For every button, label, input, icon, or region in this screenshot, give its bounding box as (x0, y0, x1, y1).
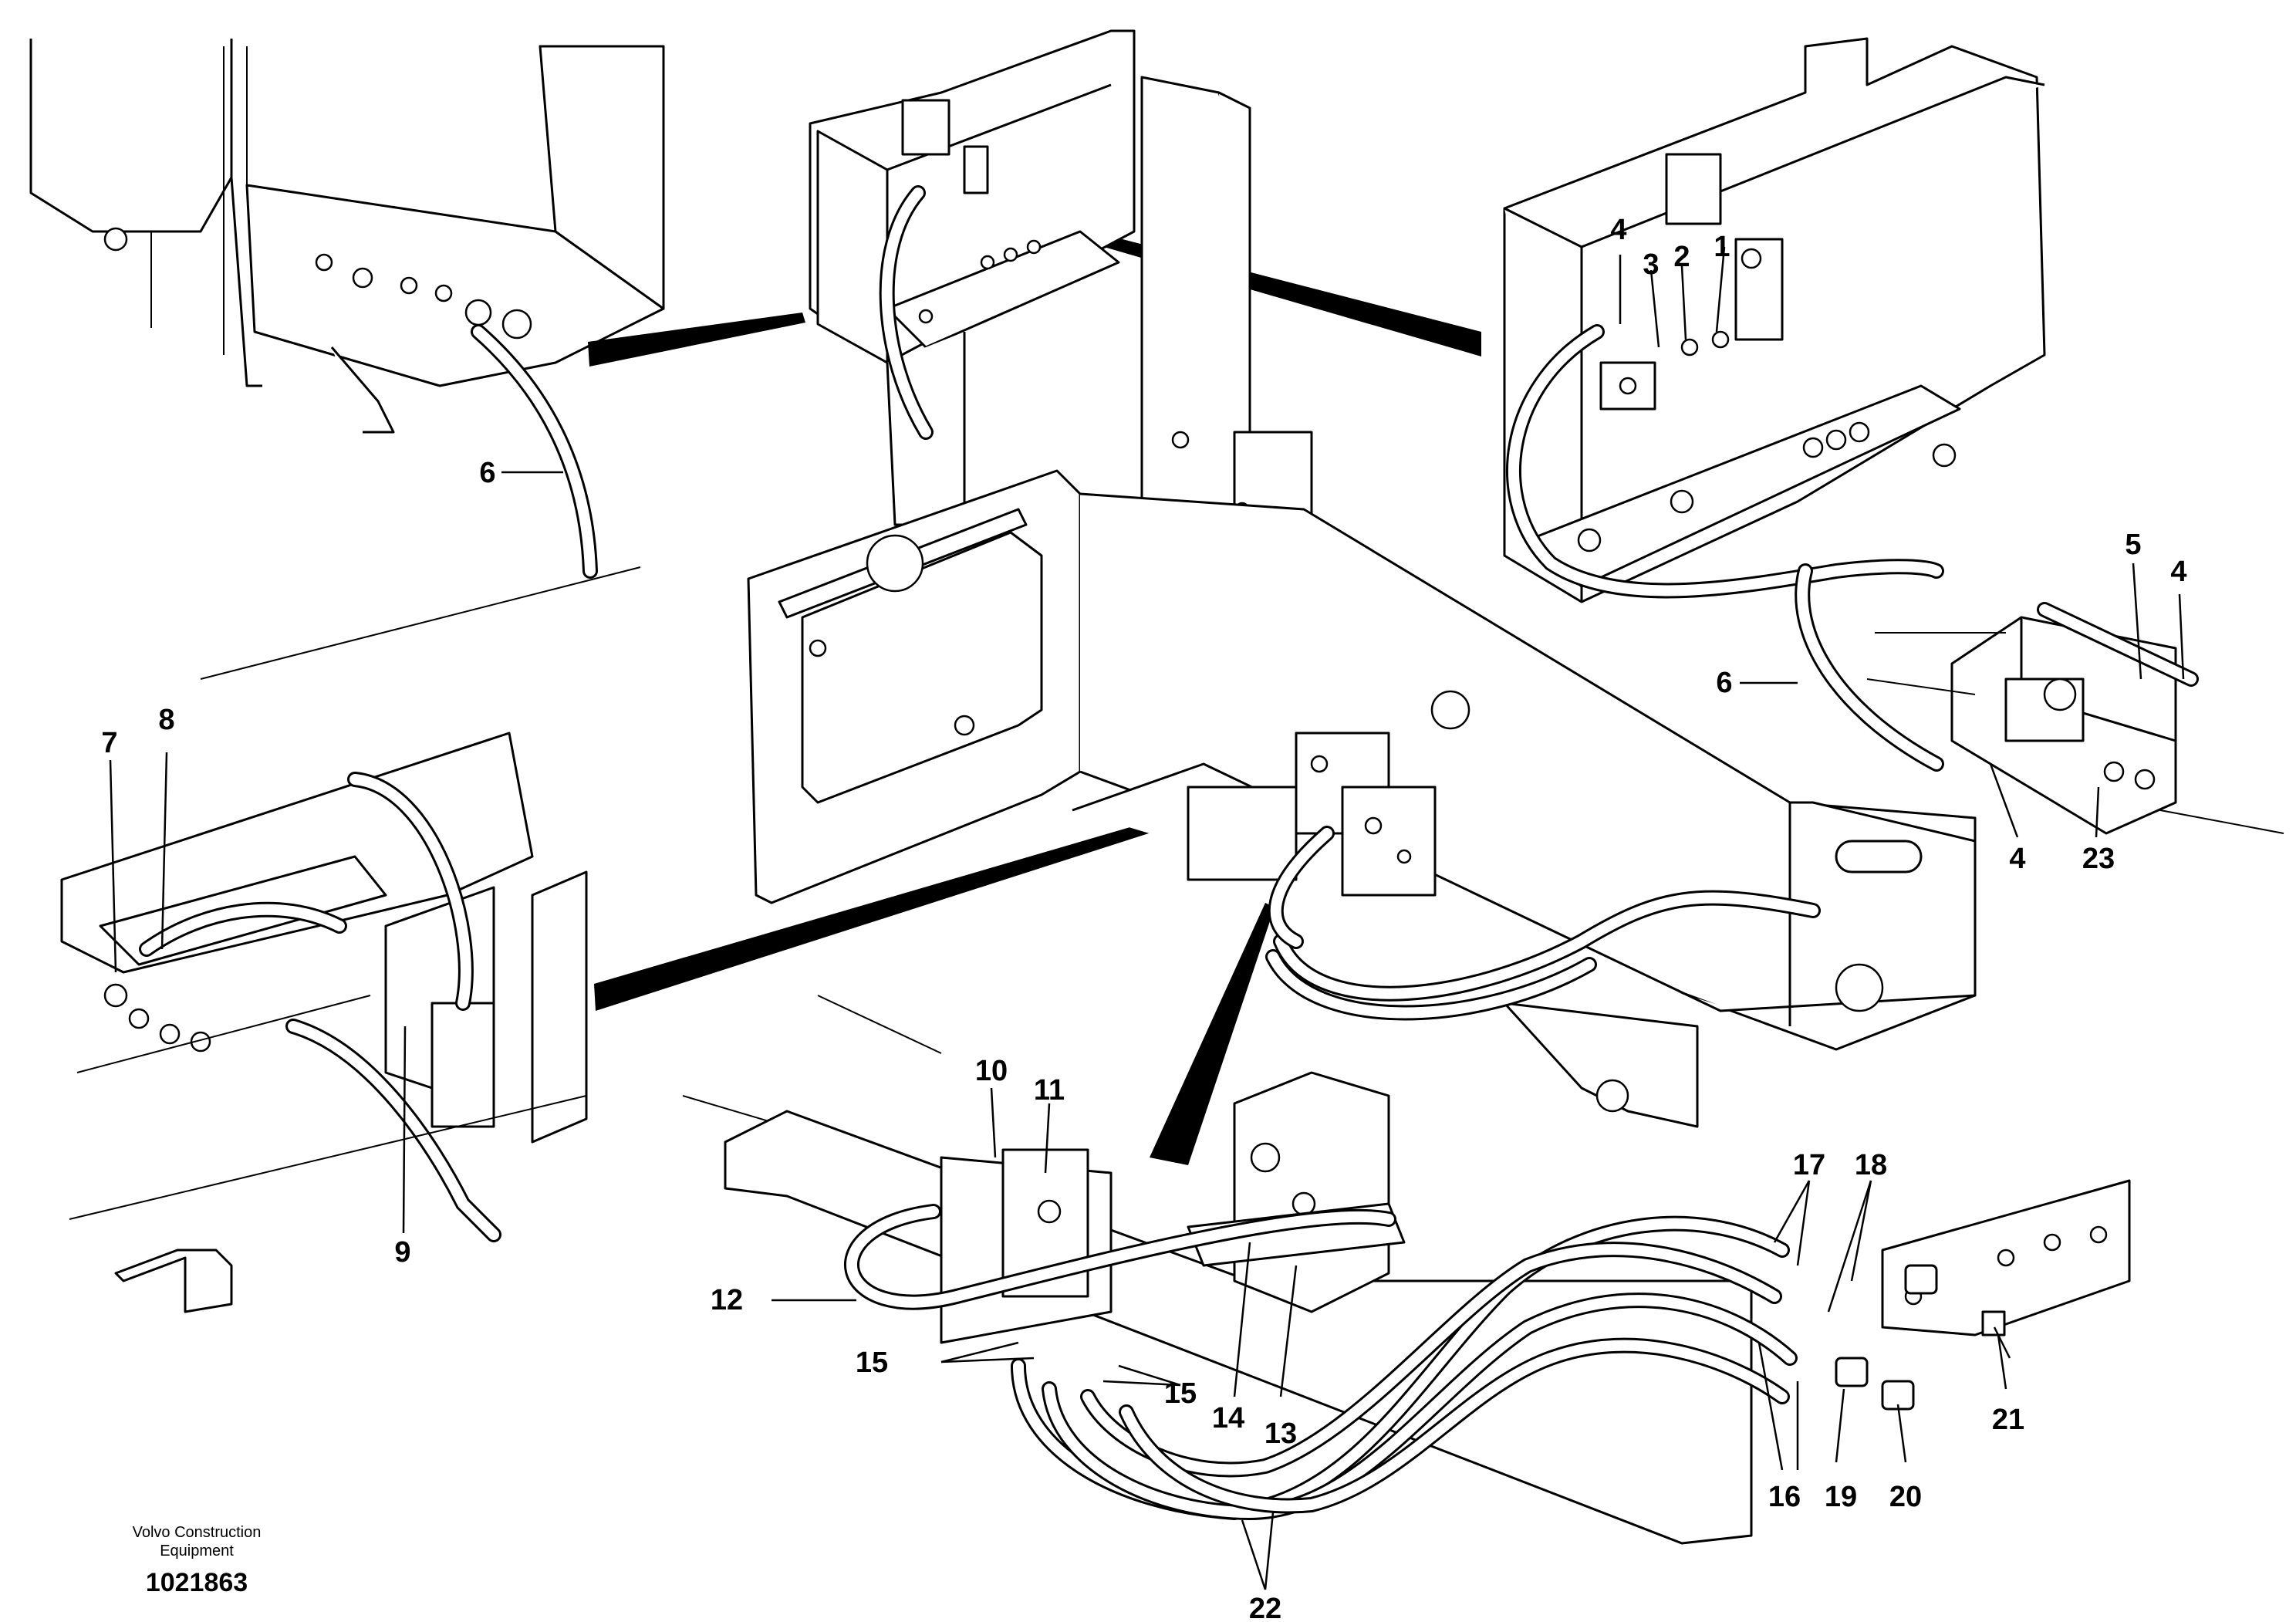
callout-1: 1 (1714, 231, 1730, 263)
callout-labels: 1 2 3 4 5 4 6 6 4 23 7 8 9 10 11 12 15 1… (101, 214, 2186, 1622)
callout-15-right: 15 (1164, 1377, 1197, 1410)
callout-8: 8 (158, 704, 174, 736)
callout-7: 7 (101, 727, 117, 759)
callout-22: 22 (1249, 1593, 1281, 1622)
detail-valve-bottom (682, 995, 2131, 1545)
callout-16: 16 (1768, 1481, 1801, 1513)
callout-5: 5 (2125, 529, 2141, 561)
footer: Volvo Construction Equipment 1021863 (133, 1524, 262, 1597)
detail-tank-fittings (1503, 37, 2284, 835)
footer-company-line2: Equipment (160, 1543, 234, 1559)
footer-drawing-number: 1021863 (146, 1568, 248, 1597)
callout-18: 18 (1855, 1149, 1887, 1181)
callout-13: 13 (1264, 1418, 1297, 1450)
callout-4-bottom: 4 (2009, 843, 2025, 875)
footer-company-line1: Volvo Construction (133, 1524, 262, 1541)
callout-15-left: 15 (856, 1347, 888, 1379)
leader-lines (109, 246, 2185, 1590)
callout-19: 19 (1825, 1481, 1857, 1513)
callout-6-right: 6 (1716, 667, 1732, 699)
callout-3: 3 (1643, 248, 1659, 281)
callout-4-right: 4 (2170, 556, 2186, 588)
callout-21: 21 (1992, 1404, 2024, 1436)
callout-4-top: 4 (1610, 214, 1626, 246)
callout-2: 2 (1673, 241, 1690, 273)
callout-12: 12 (711, 1284, 743, 1316)
callout-23: 23 (2082, 843, 2115, 875)
detail-valve-left (60, 566, 641, 1313)
main-assembly (747, 29, 1977, 1128)
callout-17: 17 (1793, 1149, 1825, 1181)
callout-20: 20 (1889, 1481, 1922, 1513)
callout-6-left: 6 (479, 457, 495, 489)
pointer-wedge-top-left (588, 313, 805, 367)
callout-10: 10 (975, 1055, 1008, 1087)
detail-tank-underside (29, 39, 665, 579)
pointer-wedge-mid-left (594, 810, 1192, 1011)
callout-9: 9 (394, 1236, 410, 1269)
callout-11: 11 (1034, 1074, 1065, 1107)
callout-14: 14 (1212, 1402, 1244, 1434)
pointer-wedge-mid-center (1150, 903, 1275, 1165)
